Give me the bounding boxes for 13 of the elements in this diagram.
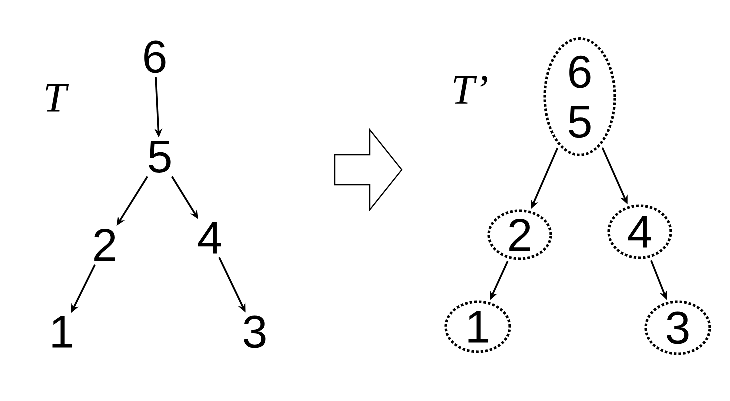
dotted-ellipse-node: 4 xyxy=(608,204,672,260)
tree-label: T xyxy=(46,84,70,112)
tree-node-number: 2 xyxy=(94,229,116,261)
tree-node-number: 3 xyxy=(244,316,266,348)
tree-node-number: 4 xyxy=(198,222,222,254)
tree-node-number: 5 xyxy=(149,141,171,173)
dotted-ellipse-node: 6 5 xyxy=(544,38,616,156)
tree-node-number: 1 xyxy=(52,316,72,348)
tree-label: T’ xyxy=(454,76,488,104)
dotted-ellipse-node: 1 xyxy=(444,300,512,354)
tree-node-number: 6 xyxy=(144,40,166,74)
dotted-ellipse-node: 3 xyxy=(644,300,712,356)
dotted-ellipse-node: 2 xyxy=(488,210,552,260)
